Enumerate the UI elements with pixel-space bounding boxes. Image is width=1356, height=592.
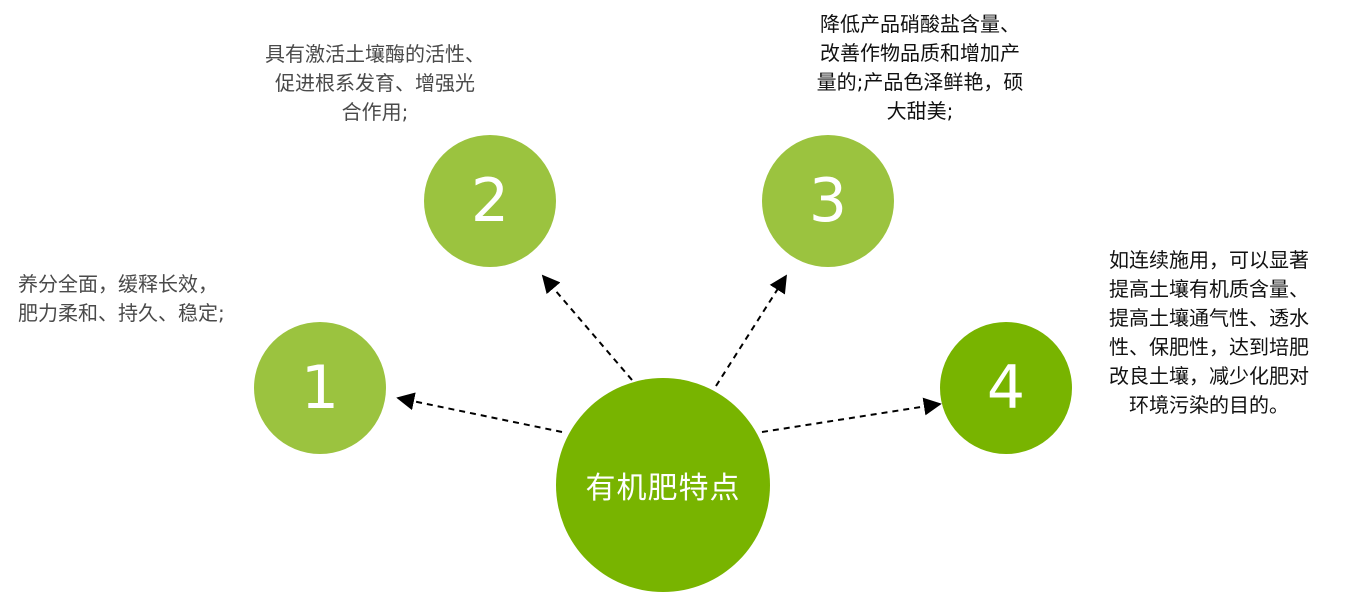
node-2-line: 具有激活土壤酶的活性、 — [265, 42, 485, 66]
node-3-description: 降低产品硝酸盐含量、 改善作物品质和增加产 量的;产品色泽鲜艳，硕 大甜美; — [790, 10, 1050, 126]
node-4-line: 如连续施用，可以显著 — [1109, 248, 1309, 272]
node-2-description: 具有激活土壤酶的活性、 促进根系发育、增强光 合作用; — [240, 40, 510, 127]
node-3-line: 改善作物品质和增加产 — [820, 41, 1020, 65]
node-4-description: 如连续施用，可以显著 提高土壤有机质含量、 提高土壤通气性、透水 性、保肥性，达… — [1080, 246, 1338, 420]
node-3-line: 降低产品硝酸盐含量、 — [820, 12, 1020, 36]
node-1-number: 1 — [300, 353, 340, 423]
node-1-description: 养分全面，缓释长效， 肥力柔和、持久、稳定; — [18, 270, 225, 328]
node-1-circle: 1 — [254, 322, 386, 454]
node-4-line: 改良土壤，减少化肥对 — [1109, 364, 1309, 388]
node-3-line: 量的;产品色泽鲜艳，硕 — [816, 70, 1024, 94]
node-4-line: 性、保肥性，达到培肥 — [1109, 335, 1309, 359]
node-3-line: 大甜美; — [886, 99, 954, 123]
node-4-line: 提高土壤有机质含量、 — [1109, 277, 1309, 301]
arrow-to-node-1 — [396, 392, 563, 433]
arrow-to-node-3 — [715, 274, 787, 387]
node-4-circle: 4 — [940, 322, 1072, 454]
node-3-circle: 3 — [762, 135, 894, 267]
node-1-line: 养分全面，缓释长效， — [18, 272, 218, 296]
node-2-circle: 2 — [424, 135, 556, 267]
arrow-to-node-2 — [541, 274, 633, 381]
node-4-line: 环境污染的目的。 — [1129, 393, 1289, 417]
center-node: 有机肥特点 — [556, 378, 770, 592]
node-2-line: 合作用; — [341, 100, 409, 124]
node-4-line: 提高土壤通气性、透水 — [1109, 306, 1309, 330]
node-3-number: 3 — [808, 166, 848, 236]
arrow-to-node-4 — [761, 397, 942, 433]
node-2-number: 2 — [470, 166, 510, 236]
node-1-line: 肥力柔和、持久、稳定; — [18, 301, 225, 325]
node-4-number: 4 — [986, 353, 1026, 423]
node-2-line: 促进根系发育、增强光 — [275, 71, 475, 95]
center-label: 有机肥特点 — [585, 471, 741, 506]
